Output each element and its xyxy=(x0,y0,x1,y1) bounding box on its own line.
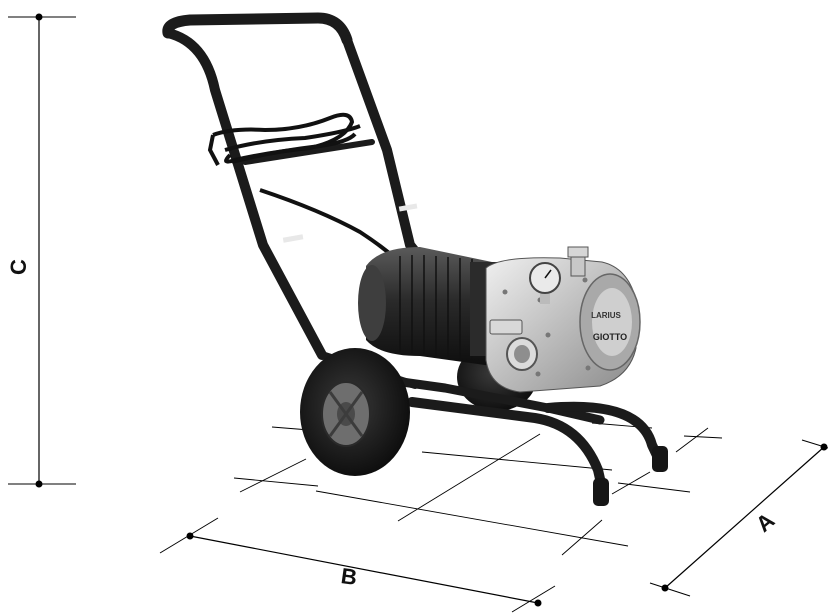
dimension-a: A xyxy=(649,439,828,597)
model-name-text: GIOTTO xyxy=(593,332,627,342)
airless-pump-machine: LARIUS GIOTTO xyxy=(162,12,668,506)
front-wheel xyxy=(300,348,410,476)
cable-tie-left xyxy=(282,234,304,243)
dimension-c-label: C xyxy=(6,259,31,275)
pump-body: LARIUS GIOTTO xyxy=(485,257,641,393)
prime-valve xyxy=(567,246,589,277)
dimension-b: B xyxy=(159,517,556,613)
handle-frame xyxy=(162,12,665,497)
dimension-c: C xyxy=(6,13,76,488)
rear-foot xyxy=(652,446,668,472)
cable-tie-right xyxy=(398,203,418,212)
brand-logo-text: LARIUS xyxy=(591,311,621,320)
hose-coil xyxy=(207,112,397,260)
dimension-a-label: A xyxy=(751,508,779,537)
front-foot xyxy=(593,478,609,506)
electric-motor xyxy=(358,247,500,366)
dimension-b-label: B xyxy=(339,563,358,590)
pressure-gauge xyxy=(529,262,561,304)
